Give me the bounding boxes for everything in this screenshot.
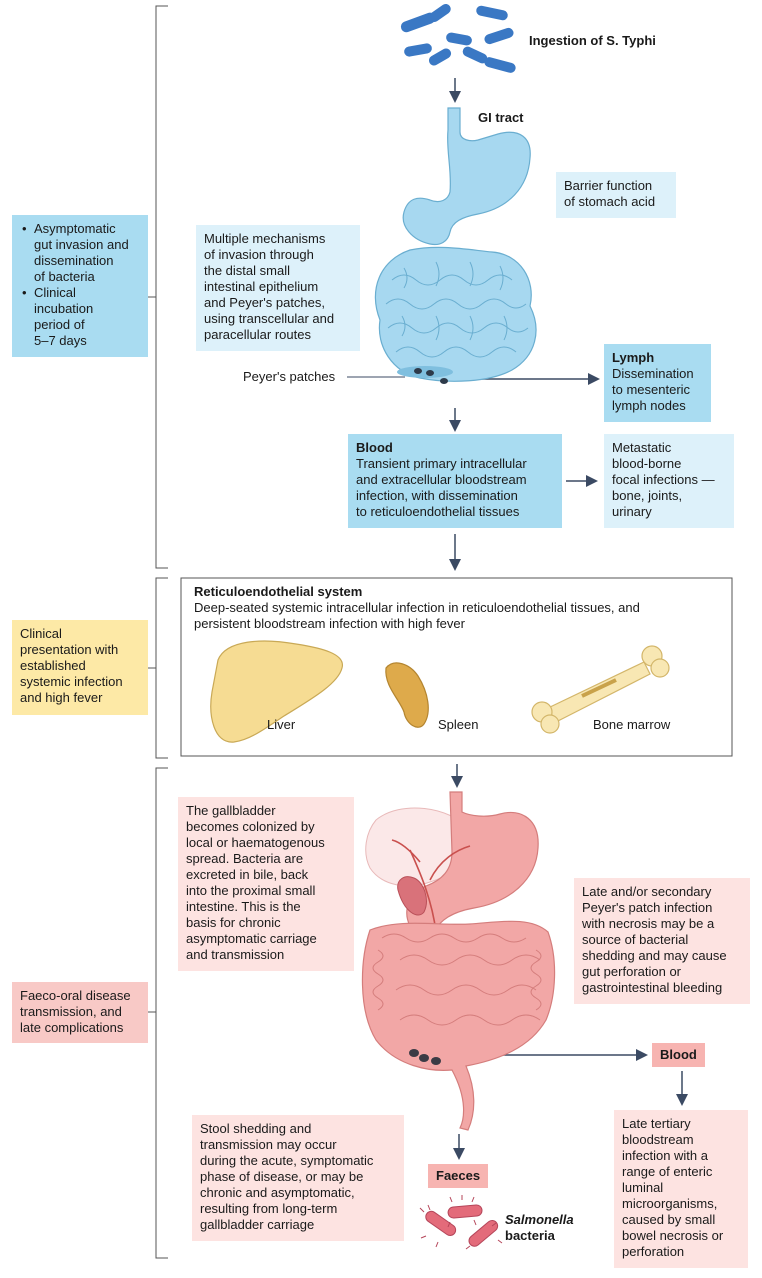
stage-1-side-box: Asymptomatic gut invasion and disseminat… (12, 215, 148, 357)
liver-icon (210, 640, 343, 743)
ingestion-label: Ingestion of S. Typhi (529, 33, 656, 48)
gallbladder-box: The gallbladder becomes colonized by loc… (178, 797, 354, 971)
metastatic-box: Metastatic blood-borne focal infections … (604, 434, 734, 528)
faeces-tag: Faeces (428, 1164, 489, 1188)
salmonella-label: Salmonella bacteria (505, 1212, 574, 1243)
invasion-box: Multiple mechanisms of invasion through … (196, 225, 360, 351)
bracket-stage-3 (148, 767, 168, 1259)
res-title: Reticuloendothelial system (194, 584, 363, 599)
res-text: Reticuloendothelial system Deep-seated s… (194, 584, 726, 632)
liver-label: Liver (267, 717, 296, 732)
stool-shedding-box: Stool shedding and transmission may occu… (192, 1115, 404, 1241)
blood-tag: Blood (652, 1043, 705, 1067)
bone-marrow-icon (531, 645, 670, 734)
bracket-stage-1 (148, 5, 168, 569)
lymph-title: Lymph (612, 350, 655, 365)
spleen-icon (385, 662, 429, 728)
bracket-stage-2 (148, 577, 168, 759)
stage-2-side-box: Clinical presentation with established s… (12, 620, 148, 715)
stomach-acid-box: Barrier function of stomach acid (556, 172, 676, 218)
blood-box: Blood Transient primary intracellular an… (348, 434, 562, 528)
blood-title: Blood (356, 440, 393, 455)
lymph-box: Lymph Dissemination to mesenteric lymph … (604, 344, 711, 422)
spleen-label: Spleen (438, 717, 479, 732)
tertiary-blood-box: Late tertiary bloodstream infection with… (614, 1110, 748, 1268)
gi-tract-label: GI tract (478, 110, 524, 125)
stage-3-side-box: Faeco-oral disease transmission, and lat… (12, 982, 148, 1043)
bone-marrow-label: Bone marrow (593, 717, 671, 732)
bacteria-cluster-icon (400, 3, 516, 73)
side-bullet-2: Clinical incubation period of 5–7 days (22, 285, 140, 349)
peyers-patches-label: Peyer's patches (243, 369, 336, 384)
stomach-intestine-illustration (374, 107, 537, 384)
side-bullet-1: Asymptomatic gut invasion and disseminat… (22, 221, 140, 285)
salmonella-bacteria-icon (425, 1204, 499, 1247)
peyer-late-box: Late and/or secondary Peyer's patch infe… (574, 878, 750, 1004)
digestive-system-illustration (361, 791, 556, 1131)
